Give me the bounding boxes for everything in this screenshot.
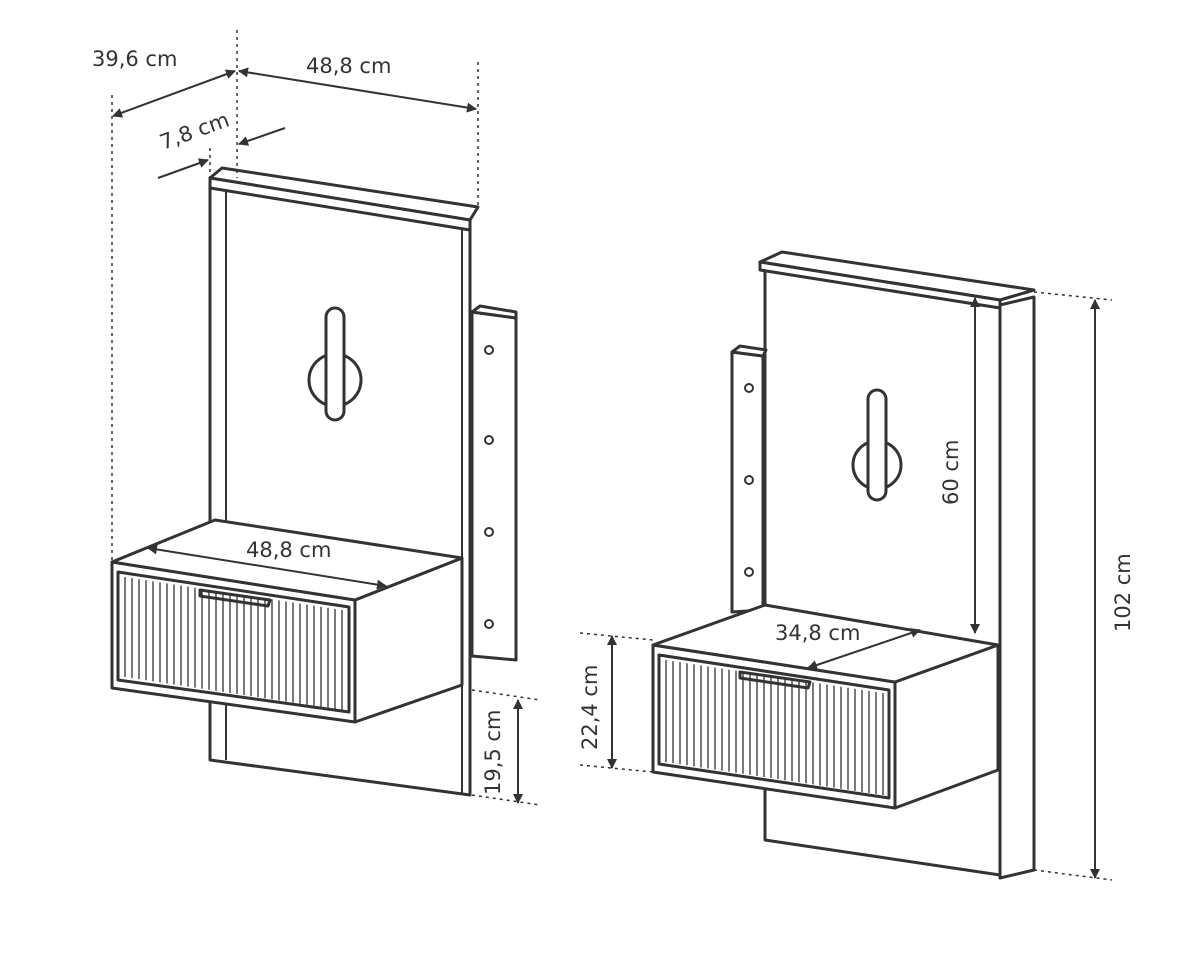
label-backboard-width: 48,8 cm [306, 54, 391, 78]
left-mounting-rail [470, 304, 518, 662]
left-hook [307, 306, 363, 422]
label-top-shelf-depth: 7,8 cm [157, 107, 233, 154]
right-dimensions: 60 cm 102 cm 34,8 cm 22,4 cm [578, 291, 1135, 881]
label-drawer-depth: 34,8 cm [775, 621, 860, 645]
label-panel-height: 60 cm [939, 440, 963, 505]
right-edge-panel [998, 295, 1036, 880]
label-clearance-height: 19,5 cm [481, 710, 505, 795]
right-mounting-rail [730, 344, 768, 614]
right-hook [851, 388, 903, 502]
label-drawer-width: 48,8 cm [246, 538, 331, 562]
label-total-height: 102 cm [1111, 553, 1135, 632]
label-overall-depth: 39,6 cm [92, 47, 177, 71]
left-nightstand [110, 166, 518, 797]
label-drawer-height: 22,4 cm [578, 665, 602, 750]
right-nightstand [651, 250, 1036, 880]
